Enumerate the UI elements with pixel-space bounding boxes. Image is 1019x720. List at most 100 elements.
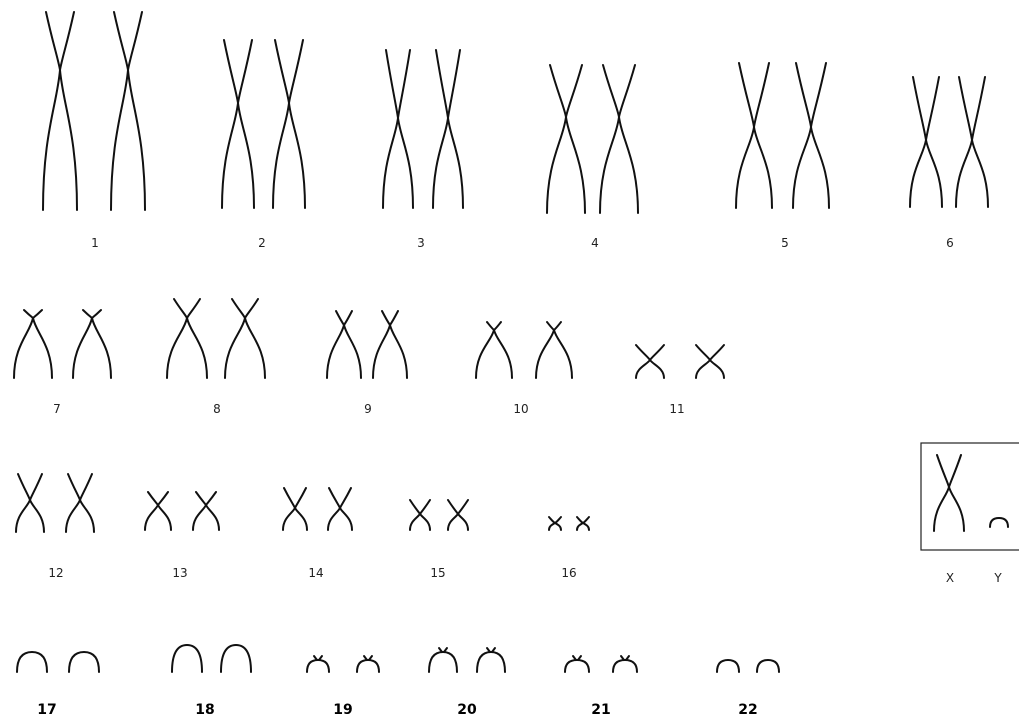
chromatid-strand bbox=[796, 63, 829, 208]
chromatid-arch bbox=[565, 660, 589, 672]
chromatid-arch bbox=[307, 660, 329, 672]
chromatid-strand bbox=[600, 65, 635, 213]
chromatid-strand bbox=[386, 50, 413, 208]
chromatid-arch bbox=[757, 660, 779, 672]
chromosome bbox=[429, 648, 457, 672]
chromosome-label: 15 bbox=[430, 566, 445, 580]
chromosome-label: 21 bbox=[591, 702, 610, 718]
chromosome-label: 5 bbox=[781, 236, 789, 250]
chromatid-strand bbox=[83, 310, 111, 378]
chromosome bbox=[145, 492, 171, 530]
chromatid-strand bbox=[111, 12, 142, 210]
chromatid-strand bbox=[336, 311, 361, 378]
chromatid-strand bbox=[736, 63, 769, 208]
chromosome bbox=[383, 50, 413, 208]
chromosome-label: 6 bbox=[946, 236, 954, 250]
chromosome-pair: 18 bbox=[172, 645, 251, 718]
chromosome bbox=[16, 474, 44, 532]
chromatid-arch bbox=[69, 652, 99, 672]
chromatid-strand bbox=[603, 65, 638, 213]
chromosome-pair: 11 bbox=[636, 345, 724, 416]
chromosome bbox=[221, 645, 251, 672]
chromatid-strand bbox=[193, 492, 216, 530]
chromatid-strand bbox=[73, 310, 101, 378]
chromosome bbox=[328, 488, 352, 530]
chromosome bbox=[736, 63, 772, 208]
chromatid-strand bbox=[222, 40, 252, 208]
chromosome bbox=[172, 645, 202, 672]
chromosome-pair: 21 bbox=[565, 656, 637, 718]
chromatid-strand bbox=[476, 322, 501, 378]
chromosome bbox=[565, 656, 589, 672]
chromatid-strand bbox=[18, 474, 44, 532]
chromatid-strand bbox=[436, 50, 463, 208]
chromatid-arch bbox=[172, 645, 202, 672]
chromatid-strand bbox=[373, 311, 398, 378]
chromosome bbox=[167, 299, 207, 378]
chromatid-strand bbox=[382, 311, 407, 378]
chromatid-arch bbox=[717, 660, 739, 672]
chromosome-pair: 20 bbox=[429, 648, 505, 718]
chromatid-arch bbox=[17, 652, 47, 672]
chromosome bbox=[717, 660, 739, 672]
chromatid-arch bbox=[477, 652, 505, 672]
chromatid-strand bbox=[275, 40, 305, 208]
chromatid-strand bbox=[114, 12, 145, 210]
chromosome bbox=[273, 40, 305, 208]
chromosome-label: 3 bbox=[417, 236, 425, 250]
chromosome bbox=[225, 299, 265, 378]
chromatid-strand bbox=[167, 299, 200, 378]
chromosome-pair: 22 bbox=[717, 660, 779, 718]
chromatid-strand bbox=[327, 311, 352, 378]
sex-chromosome-box bbox=[921, 443, 1019, 550]
chromatid-strand bbox=[913, 77, 942, 207]
chromosome-label: 10 bbox=[513, 402, 528, 416]
chromatid-strand bbox=[148, 492, 171, 530]
chromatid-strand bbox=[174, 299, 207, 378]
chromosome-pair: 9 bbox=[327, 311, 407, 416]
chromosome bbox=[549, 517, 561, 530]
chromosome bbox=[43, 12, 77, 210]
chromosome-label: 1 bbox=[91, 236, 99, 250]
chromatid-strand bbox=[547, 322, 572, 378]
chromosome-label: 12 bbox=[48, 566, 63, 580]
chromatid-arch bbox=[221, 645, 251, 672]
chromosome bbox=[193, 492, 219, 530]
chromosome bbox=[14, 310, 52, 378]
chromosome bbox=[956, 77, 988, 207]
chromatid-strand bbox=[66, 474, 92, 532]
chromatid-strand bbox=[14, 310, 42, 378]
chromosome-label: 16 bbox=[561, 566, 576, 580]
chromosome-label: 20 bbox=[457, 702, 477, 718]
chromosome bbox=[757, 660, 779, 672]
chromosome bbox=[793, 63, 829, 208]
chromosome bbox=[111, 12, 145, 210]
chromosome bbox=[600, 65, 638, 213]
chromosome-pair: 5 bbox=[736, 63, 829, 250]
chromosome-label: 14 bbox=[308, 566, 323, 580]
chromatid-strand bbox=[43, 12, 74, 210]
chromatid-strand bbox=[16, 474, 42, 532]
chromosome bbox=[283, 488, 307, 530]
chromosome bbox=[73, 310, 111, 378]
chromosome-label: 11 bbox=[669, 402, 684, 416]
chromosome-label: 2 bbox=[258, 236, 266, 250]
chromosome-pair: 8 bbox=[167, 299, 265, 416]
chromatid-strand bbox=[739, 63, 772, 208]
chromosome bbox=[373, 311, 407, 378]
chromosome-pair: 17 bbox=[17, 652, 99, 718]
chromosome-label: 9 bbox=[364, 402, 372, 416]
chromosome bbox=[636, 345, 664, 378]
chromatid-arch bbox=[990, 518, 1008, 527]
sex-chromosome-label: Y bbox=[993, 571, 1002, 585]
chromatid-arch bbox=[613, 660, 637, 672]
chromatid-strand bbox=[937, 455, 964, 531]
chromosome bbox=[696, 345, 724, 378]
chromosome-label: 13 bbox=[172, 566, 187, 580]
chromosome-pair: 3 bbox=[383, 50, 463, 250]
chromosome bbox=[66, 474, 94, 532]
chromosome-pair: 6 bbox=[910, 77, 988, 250]
chromosome-pair: 15 bbox=[410, 500, 468, 580]
